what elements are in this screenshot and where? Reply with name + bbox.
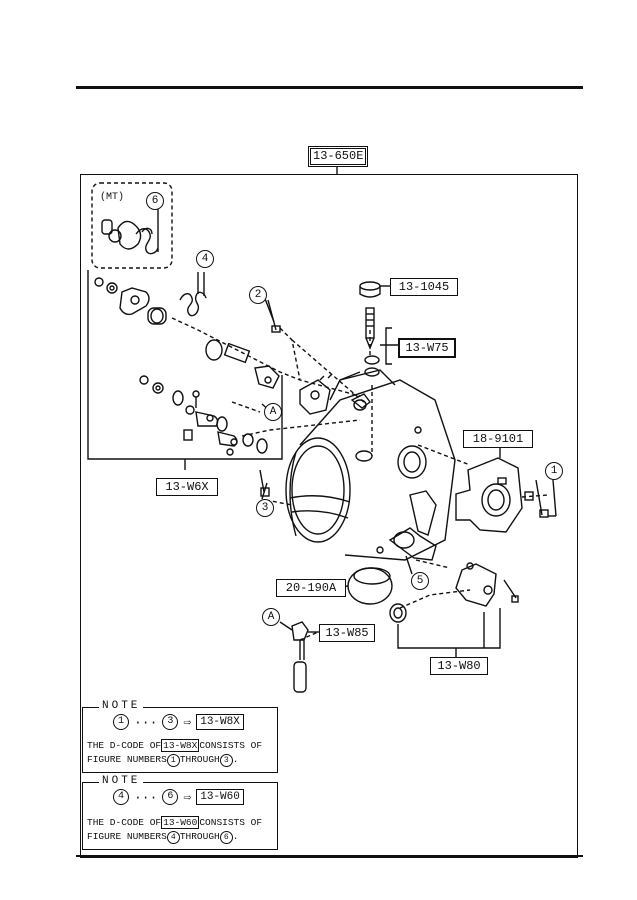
bottom-rule: [76, 855, 583, 857]
part-label-13-w80: 13-W80: [430, 657, 488, 675]
part-label-20-190a: 20-190A: [276, 579, 346, 597]
callout-3: 3: [256, 499, 274, 517]
part-label-13-w6x: 13-W6X: [156, 478, 218, 496]
note-1-ellipsis: ···: [134, 714, 158, 730]
note-1-code: 13-W8X: [196, 714, 244, 730]
throttle-body: [285, 369, 456, 561]
note-2-code: 13-W60: [196, 789, 244, 805]
note-1-line3-from: 1: [166, 754, 180, 767]
note-1-text-prefix: THE D-CODE OF: [87, 740, 162, 751]
small-hardware: [139, 375, 268, 456]
cap-and-valve: [359, 281, 398, 377]
note-1-line3-mid: THROUGH: [179, 754, 220, 765]
note-2-inline-code: 13-W60: [161, 816, 200, 829]
arrow-icon: ⇨: [183, 714, 192, 730]
mt-label: (MT): [100, 192, 125, 203]
note-2-title: NOTE: [99, 775, 144, 787]
note-2-ellipsis: ···: [134, 789, 158, 805]
main-code-label: 13-650E: [308, 146, 369, 167]
note-2-to: 6: [162, 789, 179, 805]
part-label-13-1045: 13-1045: [390, 278, 458, 296]
lever-assembly: [94, 277, 167, 325]
assembly-routes: [171, 317, 549, 641]
part-label-18-9101: 18-9101: [463, 430, 533, 448]
note-1-from: 1: [113, 714, 129, 730]
note-2-line3-end: .: [232, 831, 239, 842]
note-1-inline-code: 13-W8X: [161, 739, 200, 752]
callout-1: 1: [545, 462, 563, 480]
note-2-range: 4 ··· 6 ⇨ 13-W60: [113, 789, 244, 805]
spacer-bushing: [205, 339, 280, 389]
note-2-text-suffix: CONSISTS OF: [199, 817, 263, 828]
note-2-text-prefix: THE D-CODE OF: [87, 817, 162, 828]
note-1-line3-end: .: [232, 754, 239, 765]
note-1-line3-to: 3: [219, 754, 233, 767]
note-2-line3-prefix: FIGURE NUMBERS: [87, 831, 167, 842]
throttle-position-sensor: [455, 446, 523, 533]
mt-dashed-box: [91, 182, 173, 269]
note-1-title: NOTE: [99, 700, 144, 712]
callout-2: 2: [249, 286, 267, 304]
callout-5: 5: [411, 572, 429, 590]
callout-leaders: [203, 272, 557, 631]
arrow-icon: ⇨: [183, 789, 192, 805]
callout-a-upper: A: [264, 403, 282, 421]
diagram-frame: [80, 174, 578, 858]
note-1-text-suffix: CONSISTS OF: [199, 740, 263, 751]
note-2-line3-from: 4: [166, 831, 180, 844]
note-2-from: 4: [113, 789, 129, 805]
note-2-line3-mid: THROUGH: [179, 831, 220, 842]
callout-a-lower: A: [262, 608, 280, 626]
bracket-13-w80: [389, 562, 501, 658]
note-1-to: 3: [162, 714, 179, 730]
return-spring: [179, 272, 207, 317]
part-label-13-w75: 13-W75: [398, 338, 456, 358]
callout-6: 6: [146, 192, 164, 210]
part-label-13-w85: 13-W85: [319, 624, 375, 642]
note-2-line3-to: 6: [219, 831, 233, 844]
note-1-line3-prefix: FIGURE NUMBERS: [87, 754, 167, 765]
note-1-range: 1 ··· 3 ⇨ 13-W8X: [113, 714, 244, 730]
mt-spring-assembly: [101, 205, 159, 255]
callout-4: 4: [196, 250, 214, 268]
rod-13-w85: [291, 621, 320, 693]
top-rule: [76, 86, 583, 89]
